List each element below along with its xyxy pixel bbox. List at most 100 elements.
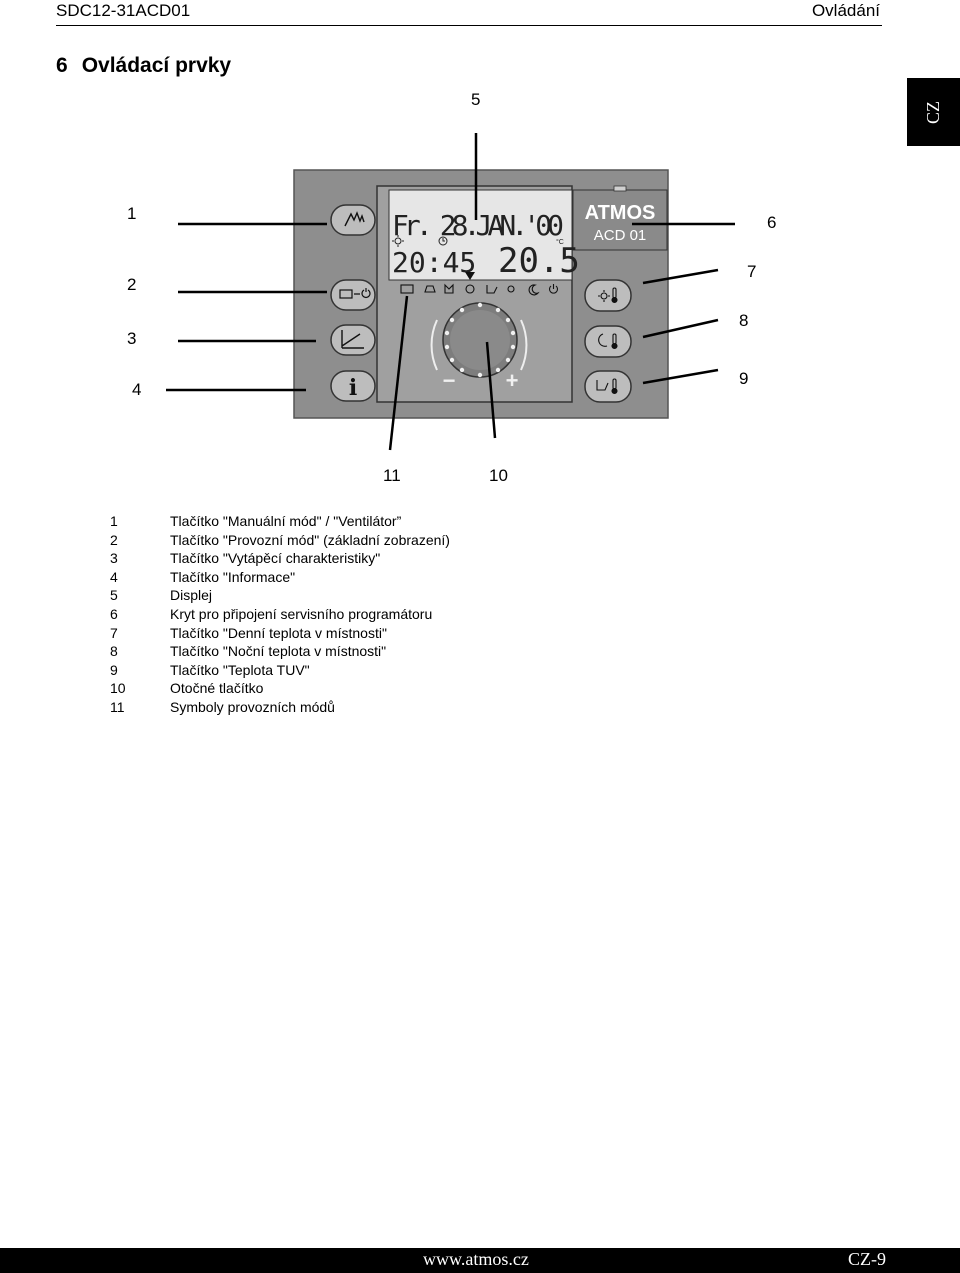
brand-model: ACD 01 [594,227,647,244]
legend-text: Tlačítko "Teplota TUV" [170,661,310,678]
legend-number: 11 [110,698,125,715]
legend-number: 9 [110,661,118,678]
rotary-knob [430,302,528,378]
legend-number: 1 [110,513,118,529]
legend-item: 5 Displej [110,586,450,605]
legend-number: 5 [110,587,118,604]
leader-9 [642,368,719,385]
day-temp-icon [598,287,618,304]
legend-item: 3 Tlačítko "Vytápěcí charakteristiky" [110,549,450,568]
footer-url[interactable]: www.atmos.cz [423,1249,529,1269]
legend-number: 7 [110,624,118,641]
callout-2: 2 [127,275,137,294]
legend-text: Tlačítko "Informace" [170,568,296,585]
mode-holiday-icon [444,283,454,294]
footer-page-number: CZ-9 [848,1249,886,1269]
right-button-9 [584,370,632,403]
legend-number: 2 [110,531,118,548]
legend-item: 9 Tlačítko "Teplota TUV" [110,661,450,680]
leader-10 [485,341,497,439]
service-cover [572,189,668,251]
legend-text: Kryt pro připojení servisního programáto… [170,605,433,622]
service-cover-slot [613,185,627,192]
left-button-4: i [330,370,376,402]
section-title: Ovládací prvky [81,54,232,77]
legend-number: 4 [110,568,118,585]
knob-minus-label: − [443,368,456,393]
language-tab: CZ [907,78,960,146]
legend-text: Tlačítko "Vytápěcí charakteristiky" [170,550,381,567]
left-button-1 [330,204,376,236]
header-chapter: Ovládání [811,1,880,20]
mode-auto-icon [465,284,475,294]
night-temp-icon [598,333,618,350]
display-clock-icon [438,236,448,246]
legend-text: Tlačítko "Denní teplota v místnosti" [170,624,387,641]
legend-item: 1 Tlačítko "Manuální mód" / "Ventilátor” [110,512,450,531]
callout-9: 9 [739,369,749,388]
legend-item: 8 Tlačítko "Noční teplota v místnosti" [110,642,450,661]
mode-night-icon [528,284,540,296]
left-button-3 [330,324,376,356]
header-rule [56,25,882,26]
right-button-8 [584,325,632,358]
display-time-text: 20:45 [392,246,476,279]
mode-off-icon [548,284,559,294]
leader-8 [642,318,719,339]
brand-logo: ATMOS [585,202,656,224]
section-heading: 6 Ovládací prvky [56,54,231,78]
callout-4: 4 [132,380,142,399]
hand-icon [344,211,365,227]
right-button-7 [584,279,632,312]
dhw-temp-icon [596,378,618,395]
left-button-2 [330,279,376,311]
callout-7: 7 [747,262,757,281]
mode-standby-icon [400,284,414,294]
legend-item: 2 Tlačítko "Provozní mód" (základní zobra… [110,531,450,550]
leader-7 [642,268,719,285]
legend-item: 6 Kryt pro připojení servisního programát… [110,605,450,624]
legend-text: Tlačítko "Manuální mód" / "Ventilátor” [170,513,402,529]
legend-text: Otočné tlačítko [170,680,264,697]
display-sun-icon [392,235,404,247]
controller-diagram: Fr. 28.JAN.'00 20:45 20.5 °C i [166,133,735,451]
callout-6: 6 [767,213,777,232]
info-icon: i [349,375,357,401]
display-screen [388,189,573,281]
callout-1: 1 [127,204,137,223]
legend-text: Tlačítko "Provozní mód" (základní zobraz… [170,531,450,548]
callout-3: 3 [127,329,137,348]
display-date-text: Fr. 28.JAN.'00 [392,209,564,242]
legend-text: Displej [170,587,213,604]
mode-day-icon [507,285,515,293]
footer-bar [0,1248,960,1273]
legend-number: 10 [110,680,126,697]
callout-11: 11 [383,466,401,485]
legend-text: Symboly provozních módů [170,698,335,715]
legend-item: 7 Tlačítko "Denní teplota v místnosti" [110,624,450,643]
legend-item: 4 Tlačítko "Informace" [110,568,450,587]
header-doc-id: SDC12-31ACD01 [56,1,191,20]
legend-item: 10 Otočné tlačítko [110,679,450,698]
mode-water-icon [486,285,498,294]
legend-number: 6 [110,605,118,622]
section-number: 6 [56,54,68,77]
legend-text: Tlačítko "Noční teplota v místnosti" [170,643,387,660]
display-temp-unit: °C [556,238,564,246]
mode-symbols-row [400,283,559,296]
callout-5: 5 [471,90,481,109]
knob-plus-label: + [506,368,519,393]
mode-pointer-icon [465,272,475,280]
legend-item: 11 Symboly provozních módů [110,698,450,717]
callout-8: 8 [739,311,749,330]
callout-10: 10 [489,466,508,485]
mode-car-icon [424,285,436,293]
mode-select-icon [339,289,353,299]
leader-lines [166,133,735,451]
legend-number: 3 [110,550,118,567]
display-temp-text: 20.5 [498,241,580,281]
leader-11 [388,295,409,451]
legend-number: 8 [110,643,118,660]
heating-curve-icon [341,330,364,349]
